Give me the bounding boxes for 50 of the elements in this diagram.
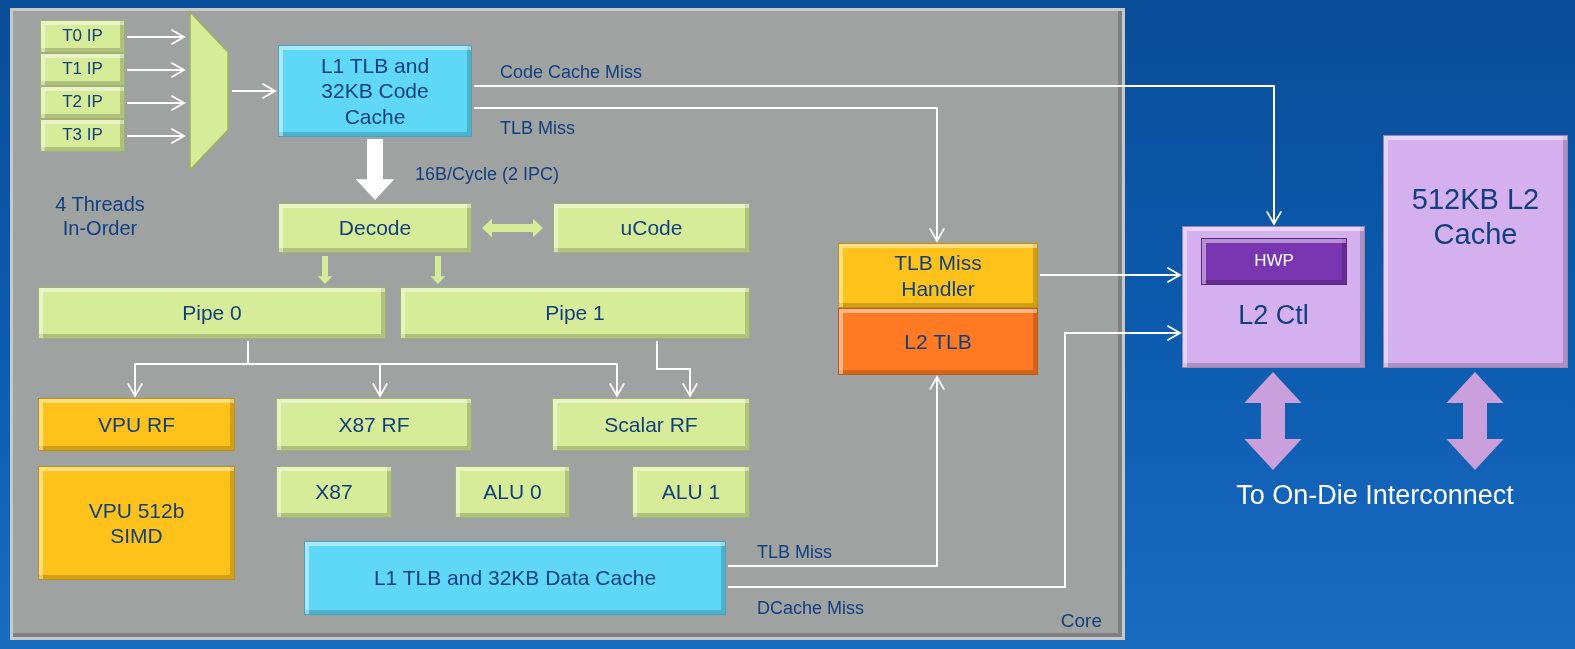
arrow xyxy=(126,28,185,46)
annotation-text: 4 Threads In-Order xyxy=(54,192,146,240)
block-arrow xyxy=(1244,372,1302,470)
arrow xyxy=(727,324,1181,588)
execution-unit-box: ALU 1 xyxy=(632,466,750,518)
edge-label: TLB Miss xyxy=(757,542,832,563)
register-file-box: VPU RF xyxy=(38,398,235,451)
l2-controller-label: L2 Ctl xyxy=(1237,299,1310,332)
register-file-box: Scalar RF xyxy=(552,398,750,451)
l2-tlb-box: L2 TLB xyxy=(838,308,1038,375)
block-arrow xyxy=(430,256,446,284)
arrow xyxy=(126,94,185,112)
decode-box: Decode xyxy=(278,203,472,253)
multiplexer-shape xyxy=(188,10,230,172)
data-cache-box: L1 TLB and 32KB Data Cache xyxy=(304,541,726,615)
arrow xyxy=(231,82,276,100)
interconnect-label: To On-Die Interconnect xyxy=(1195,470,1555,520)
arrow xyxy=(473,85,1283,225)
arrow xyxy=(727,376,946,567)
pipe-box: Pipe 0 xyxy=(38,287,386,339)
tlb-miss-handler-box: TLB Miss Handler xyxy=(838,243,1038,308)
arrow xyxy=(656,340,699,397)
block-arrow xyxy=(355,139,395,200)
edge-label: Code Cache Miss xyxy=(500,62,643,83)
vpu-box: VPU 512b SIMD xyxy=(38,466,235,580)
ucode-box: uCode xyxy=(553,203,750,253)
thread-ip-box: T0 IP xyxy=(40,20,125,53)
arrow xyxy=(1039,266,1181,284)
execution-unit-box: X87 xyxy=(276,466,392,518)
block-arrow xyxy=(482,218,543,238)
arrow xyxy=(473,107,946,242)
thread-ip-box: T3 IP xyxy=(40,119,125,152)
arrow xyxy=(126,61,185,79)
core-label: Core xyxy=(1060,610,1102,633)
hwp-box: HWP xyxy=(1201,238,1347,285)
l2-controller-box xyxy=(1182,226,1365,368)
edge-label: 16B/Cycle (2 IPC) xyxy=(415,164,560,185)
register-file-box: X87 RF xyxy=(276,398,472,451)
code-cache-box: L1 TLB and 32KB Code Cache xyxy=(278,45,472,137)
pipe-box: Pipe 1 xyxy=(400,287,750,339)
edge-label: DCache Miss xyxy=(757,598,865,619)
arrow xyxy=(126,127,185,145)
execution-unit-box: ALU 0 xyxy=(455,466,570,518)
block-arrow xyxy=(1446,372,1504,470)
edge-label: TLB Miss xyxy=(500,118,575,139)
l2-cache-box: 512KB L2 Cache xyxy=(1383,135,1568,368)
thread-ip-box: T2 IP xyxy=(40,86,125,119)
thread-ip-box: T1 IP xyxy=(40,53,125,86)
block-arrow xyxy=(317,256,333,284)
core-panel xyxy=(10,8,1125,640)
